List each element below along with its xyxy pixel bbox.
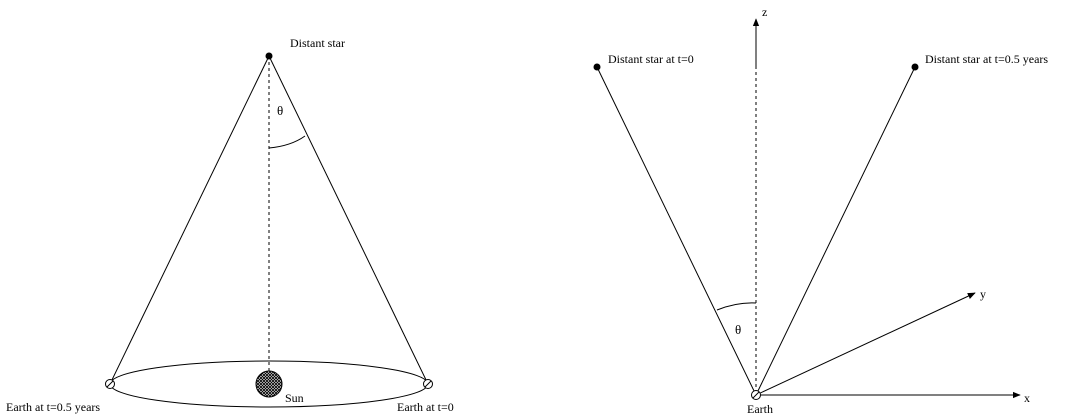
y-axis	[755, 292, 976, 396]
sun-label: Sun	[285, 391, 304, 405]
distant-star-label: Distant star	[290, 36, 345, 50]
right-panel: Distant star at t=0 Distant star at t=0.…	[593, 5, 1048, 416]
theta-arc	[268, 135, 306, 149]
earth-label: Earth	[747, 402, 773, 416]
earth-half-year-marker	[105, 379, 115, 389]
z-axis-label: z	[762, 5, 767, 19]
left-panel: Distant star θ Earth at t=0 Earth at t=0…	[6, 36, 454, 414]
earth-half-year-label: Earth at t=0.5 years	[6, 400, 100, 414]
earth-marker	[751, 390, 761, 400]
star-start-dot	[593, 63, 601, 71]
sightline-star-start	[596, 66, 757, 396]
star-half-year-label: Distant star at t=0.5 years	[925, 52, 1048, 66]
distant-star-dot	[265, 52, 273, 60]
x-axis-label: x	[1024, 391, 1030, 405]
sightline-from-half-year	[109, 55, 270, 385]
sun-disc	[255, 370, 283, 398]
theta-arc-right	[716, 302, 757, 311]
star-half-year-dot	[911, 63, 919, 71]
sightline-star-half-year	[755, 66, 916, 396]
theta-label-right: θ	[735, 322, 741, 337]
earth-start-marker	[423, 379, 433, 389]
y-axis-label: y	[980, 287, 986, 301]
earth-start-label: Earth at t=0	[397, 400, 454, 414]
sightline-from-start	[268, 55, 429, 385]
theta-label-left: θ	[277, 103, 283, 118]
star-start-label: Distant star at t=0	[608, 52, 694, 66]
